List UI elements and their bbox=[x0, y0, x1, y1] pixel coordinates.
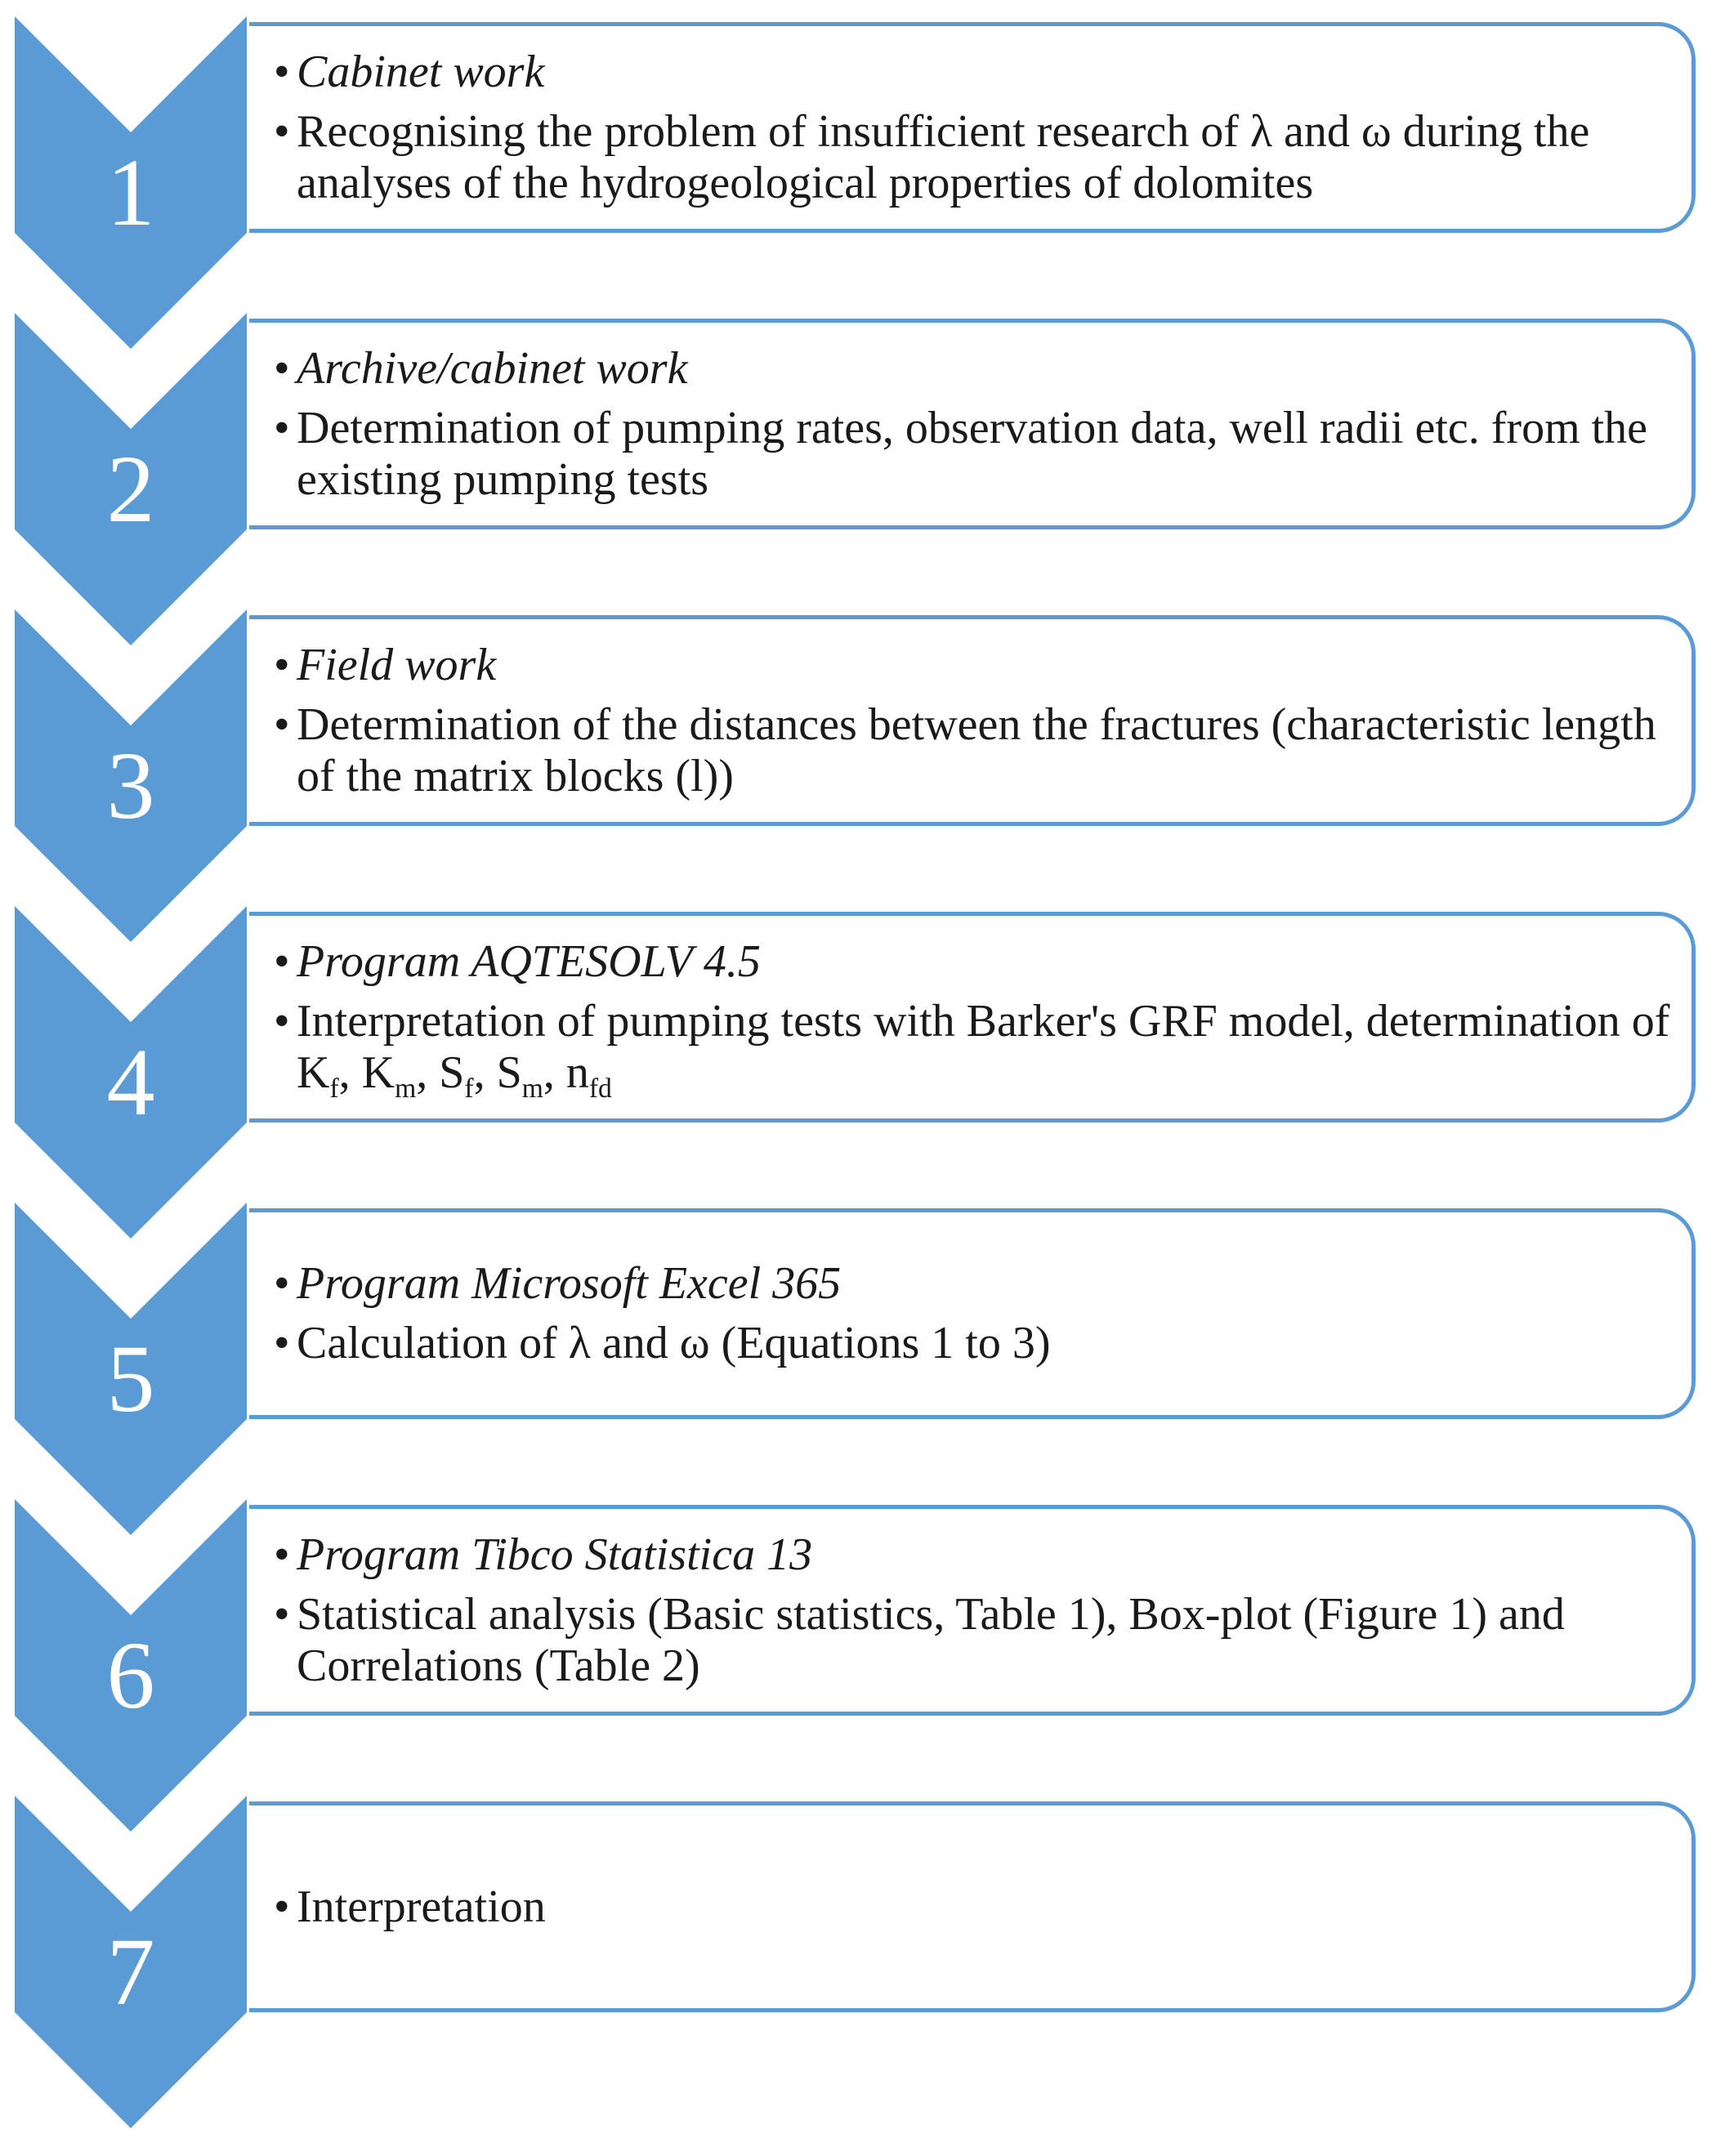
step-description-text: Interpretation of pumping tests with Bar… bbox=[297, 995, 1671, 1102]
description-segment: Interpretation of pumping tests with Bar… bbox=[297, 995, 1670, 1098]
step-number: 3 bbox=[106, 732, 155, 839]
description-segment: Calculation of λ and ω (Equations 1 to 3… bbox=[297, 1318, 1051, 1368]
step-chevron-1 bbox=[15, 16, 247, 349]
bullet-icon: • bbox=[274, 402, 290, 453]
step-chevron-3 bbox=[15, 609, 247, 942]
step-number: 2 bbox=[106, 435, 155, 542]
step-number: 4 bbox=[106, 1029, 155, 1136]
bullet-icon: • bbox=[274, 342, 290, 394]
step-heading-text: Archive/cabinet work bbox=[297, 342, 688, 394]
bullet-icon: • bbox=[274, 935, 290, 987]
description-segment: Determination of the distances between t… bbox=[297, 699, 1656, 801]
step-box-6 bbox=[249, 1505, 1696, 1716]
step-heading: •Archive/cabinet work bbox=[274, 343, 1671, 395]
step-description: •Determination of pumping rates, observa… bbox=[274, 403, 1671, 506]
step-description-text: Statistical analysis (Basic statistics, … bbox=[297, 1589, 1671, 1692]
step-description: •Statistical analysis (Basic statistics,… bbox=[274, 1589, 1671, 1692]
step-text-2: •Archive/cabinet work•Determination of p… bbox=[274, 319, 1671, 529]
description-segment: Statistical analysis (Basic statistics, … bbox=[297, 1588, 1565, 1691]
step-number: 5 bbox=[106, 1325, 155, 1432]
step-description-text: Determination of the distances between t… bbox=[297, 699, 1671, 802]
step-heading-text: Cabinet work bbox=[297, 46, 545, 97]
step-description: •Calculation of λ and ω (Equations 1 to … bbox=[274, 1318, 1671, 1369]
step-chevron-4 bbox=[15, 906, 247, 1239]
step-heading: •Field work bbox=[274, 640, 1671, 691]
step-chevron-6 bbox=[15, 1499, 247, 1832]
bullet-icon: • bbox=[274, 1529, 290, 1580]
bullet-icon: • bbox=[274, 995, 290, 1047]
step-heading: •Program Tibco Statistica 13 bbox=[274, 1529, 1671, 1581]
step-heading-text: Program Tibco Statistica 13 bbox=[297, 1529, 813, 1580]
subscript: f bbox=[464, 1073, 474, 1104]
bullet-icon: • bbox=[274, 639, 290, 690]
step-text-3: •Field work•Determination of the distanc… bbox=[274, 615, 1671, 826]
step-description-text: Recognising the problem of insufficient … bbox=[297, 106, 1671, 209]
description-segment: Recognising the problem of insufficient … bbox=[297, 105, 1590, 208]
step-description-text: Interpretation bbox=[297, 1881, 1671, 1933]
bullet-icon: • bbox=[274, 105, 290, 157]
step-text-4: •Program AQTESOLV 4.5•Interpretation of … bbox=[274, 912, 1671, 1123]
bullet-icon: • bbox=[274, 1588, 290, 1640]
step-heading: •Cabinet work bbox=[274, 47, 1671, 98]
subscript: fd bbox=[588, 1073, 612, 1104]
bullet-icon: • bbox=[274, 699, 290, 750]
step-box-4 bbox=[249, 912, 1696, 1123]
step-text-7: •Interpretation bbox=[274, 1801, 1671, 2012]
step-chevron-5 bbox=[15, 1203, 247, 1535]
step-box-3 bbox=[249, 615, 1696, 826]
step-heading-text: Field work bbox=[297, 639, 497, 690]
step-box-1 bbox=[249, 22, 1696, 233]
subscript: m bbox=[395, 1073, 417, 1104]
step-heading: •Program Microsoft Excel 365 bbox=[274, 1258, 1671, 1310]
step-number: 1 bbox=[106, 139, 155, 246]
step-description: •Determination of the distances between … bbox=[274, 699, 1671, 802]
bullet-icon: • bbox=[274, 1881, 290, 1932]
step-heading-text: Program Microsoft Excel 365 bbox=[297, 1258, 842, 1309]
step-box-7 bbox=[249, 1801, 1696, 2012]
step-text-5: •Program Microsoft Excel 365•Calculation… bbox=[274, 1208, 1671, 1419]
description-segment: , n bbox=[543, 1047, 589, 1098]
bullet-icon: • bbox=[274, 1258, 290, 1309]
step-number: 6 bbox=[106, 1622, 155, 1729]
description-segment: , S bbox=[473, 1047, 522, 1098]
description-segment: Determination of pumping rates, observat… bbox=[297, 402, 1648, 505]
description-segment: , S bbox=[416, 1047, 465, 1098]
step-text-1: •Cabinet work•Recognising the problem of… bbox=[274, 22, 1671, 233]
step-description-text: Calculation of λ and ω (Equations 1 to 3… bbox=[297, 1318, 1671, 1369]
step-chevron-7 bbox=[15, 1796, 247, 2128]
step-number: 7 bbox=[106, 1918, 155, 2025]
step-heading: •Program AQTESOLV 4.5 bbox=[274, 936, 1671, 988]
description-segment: Interpretation bbox=[297, 1881, 546, 1932]
subscript: m bbox=[521, 1073, 543, 1104]
step-box-5 bbox=[249, 1208, 1696, 1419]
description-segment: , K bbox=[338, 1047, 395, 1098]
step-box-2 bbox=[249, 319, 1696, 529]
step-description: •Interpretation bbox=[274, 1881, 1671, 1933]
step-description-text: Determination of pumping rates, observat… bbox=[297, 403, 1671, 506]
step-chevron-2 bbox=[15, 313, 247, 645]
step-heading-text: Program AQTESOLV 4.5 bbox=[297, 935, 761, 987]
step-text-6: •Program Tibco Statistica 13•Statistical… bbox=[274, 1505, 1671, 1716]
step-description: •Recognising the problem of insufficient… bbox=[274, 106, 1671, 209]
bullet-icon: • bbox=[274, 1318, 290, 1368]
subscript: f bbox=[329, 1073, 339, 1104]
step-description: •Interpretation of pumping tests with Ba… bbox=[274, 995, 1671, 1102]
bullet-icon: • bbox=[274, 46, 290, 97]
